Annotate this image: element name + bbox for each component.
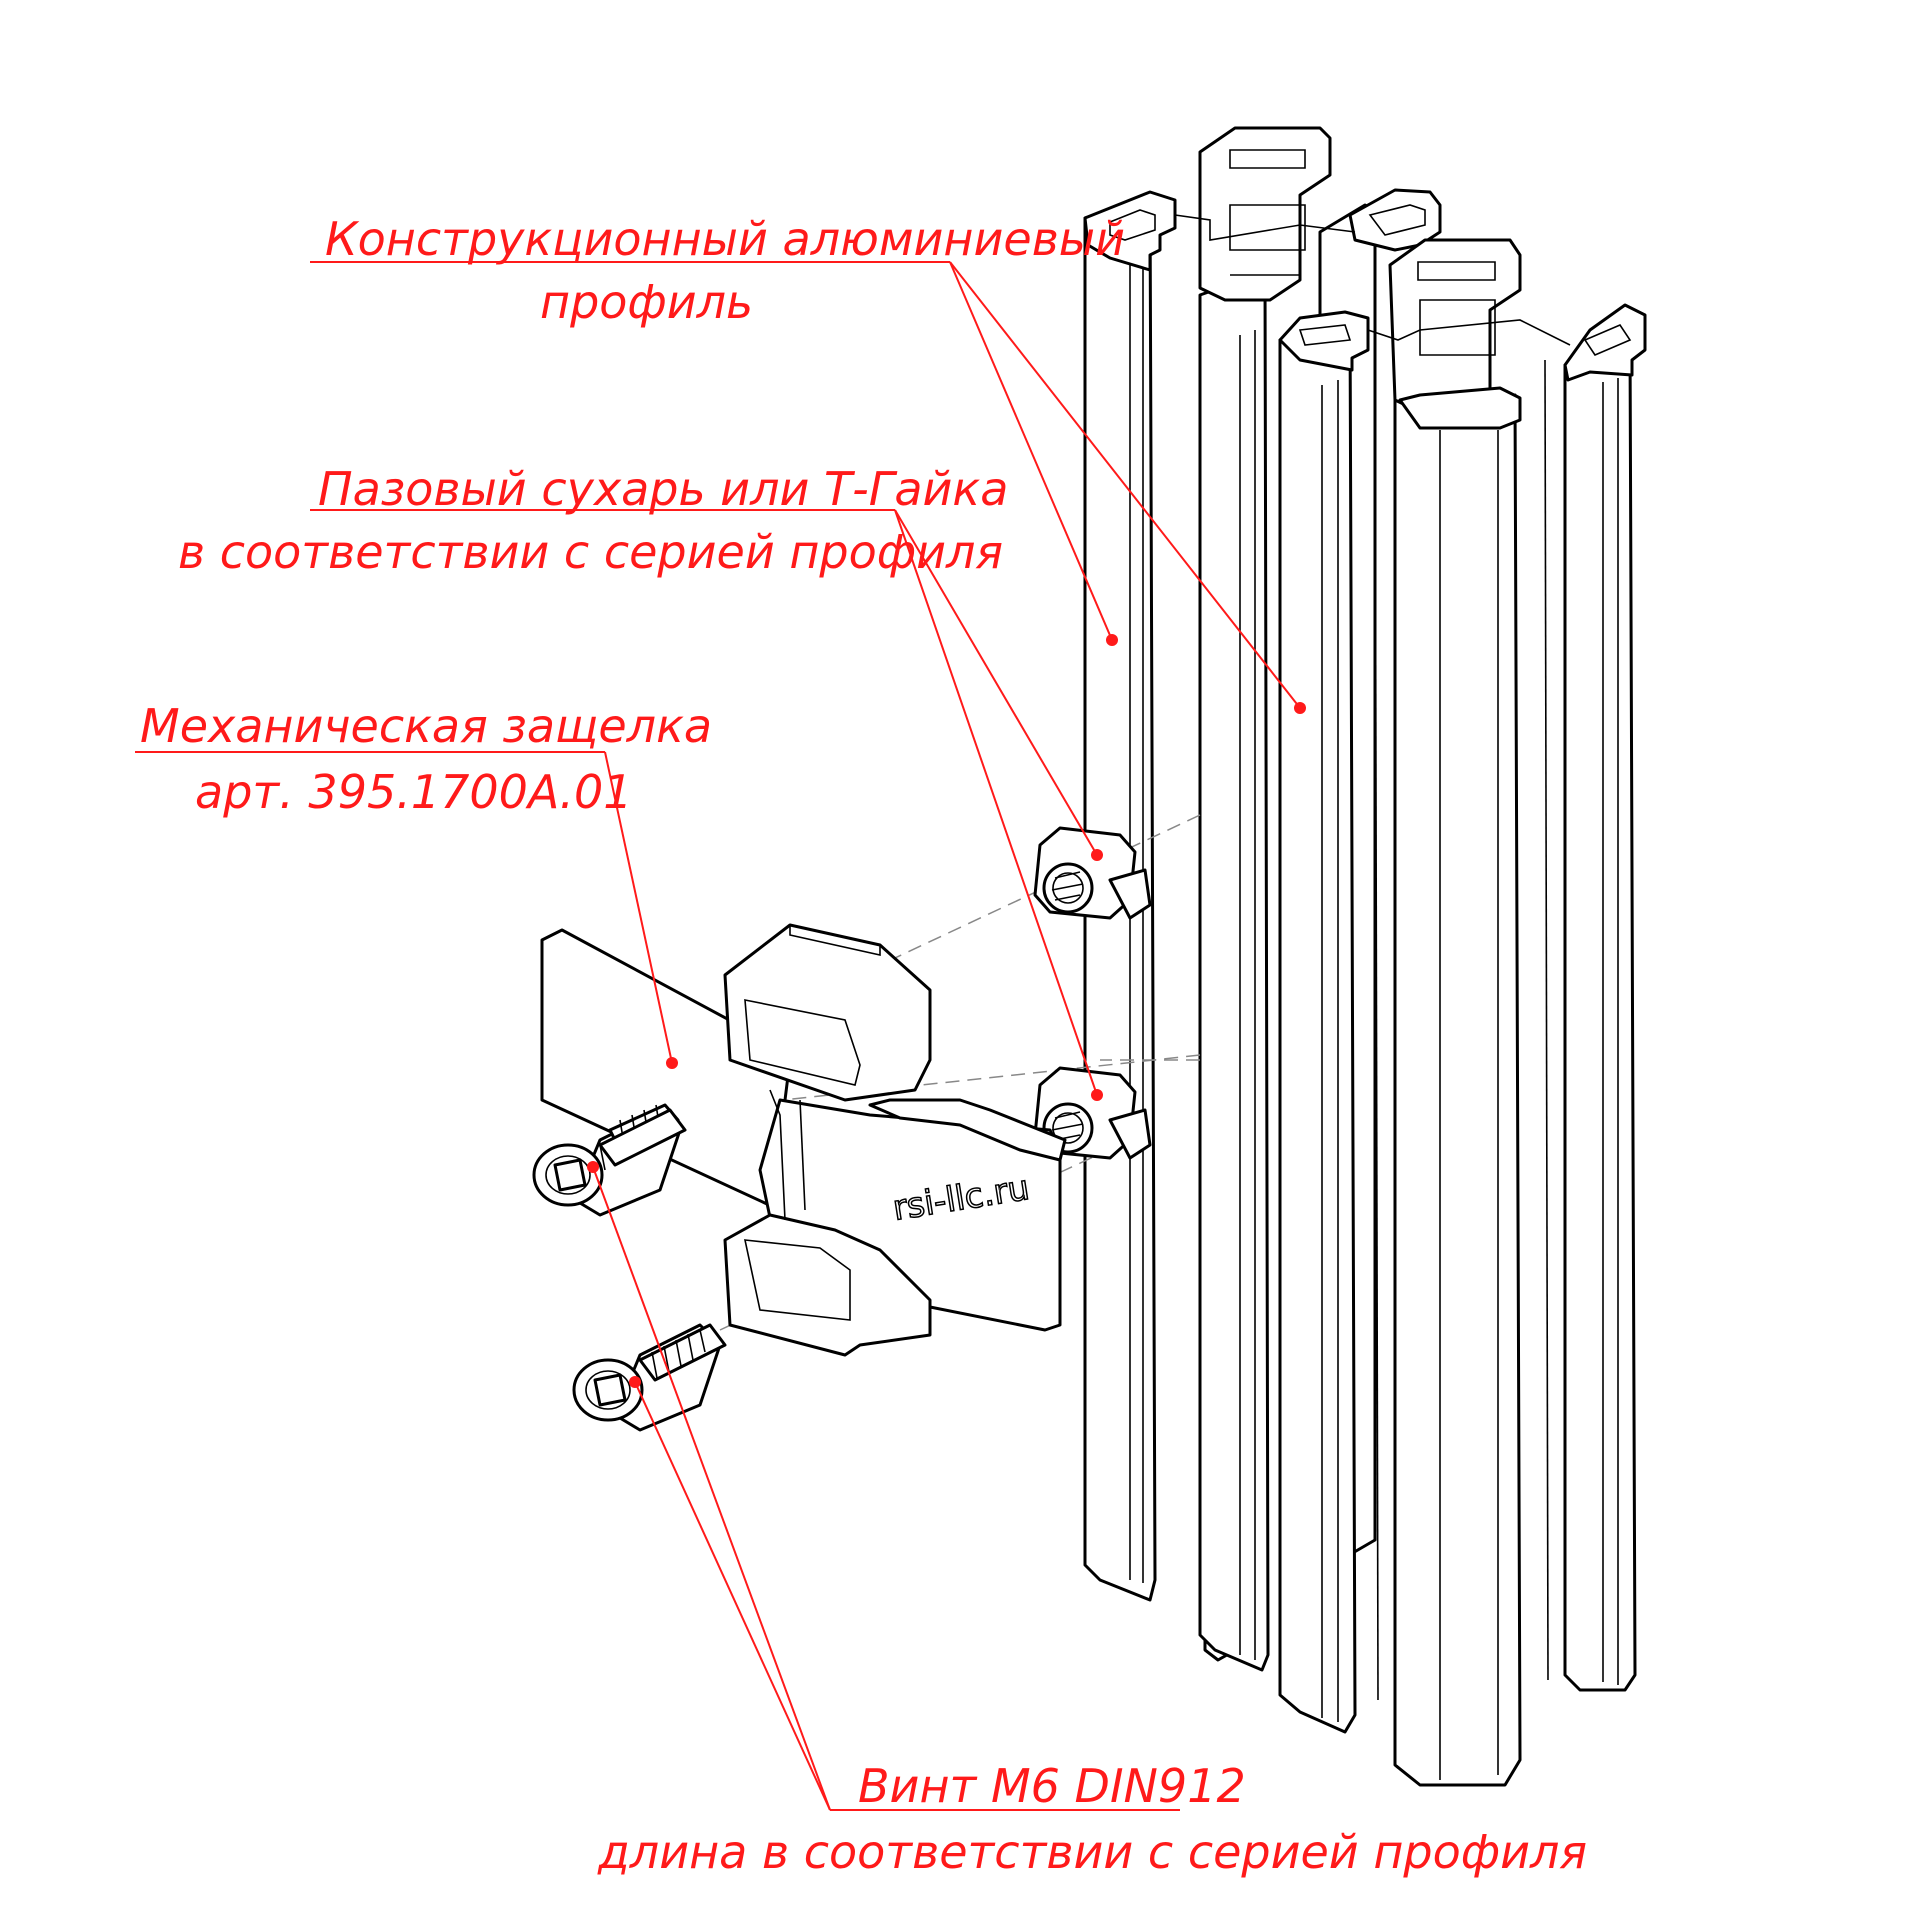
label-screw-line2: длина в соответствии с серией профиля [597,1825,1587,1879]
leader-screw [587,1161,1180,1811]
label-latch-line2: арт. 395.1700А.01 [195,765,633,819]
leader-tnut [310,509,1103,1101]
label-tnut-line2: в соответствии с серией профиля [178,525,1003,579]
screw-lower [572,1323,727,1432]
label-latch: Механическая защелка арт. 395.1700А.01 [140,699,712,819]
mechanical-latch: rsi-llc.ru [540,923,1067,1357]
t-nut-upper [1033,826,1152,920]
label-profile: Конструкционный алюминиевый профиль [325,212,1125,329]
label-screw-line1: Винт М6 DIN912 [858,1759,1246,1813]
label-tnut: Пазовый сухарь или Т-Гайка в соответстви… [178,462,1008,579]
leader-profile [310,261,1306,714]
screw-upper [532,1103,687,1217]
label-tnut-line1: Пазовый сухарь или Т-Гайка [318,462,1008,516]
label-screw: Винт М6 DIN912 длина в соответствии с се… [597,1759,1587,1879]
label-profile-line2: профиль [540,275,753,329]
label-profile-line1: Конструкционный алюминиевый [325,212,1125,266]
label-latch-line1: Механическая защелка [140,699,712,753]
leader-latch [135,751,678,1069]
aluminium-profile [1083,126,1647,1787]
